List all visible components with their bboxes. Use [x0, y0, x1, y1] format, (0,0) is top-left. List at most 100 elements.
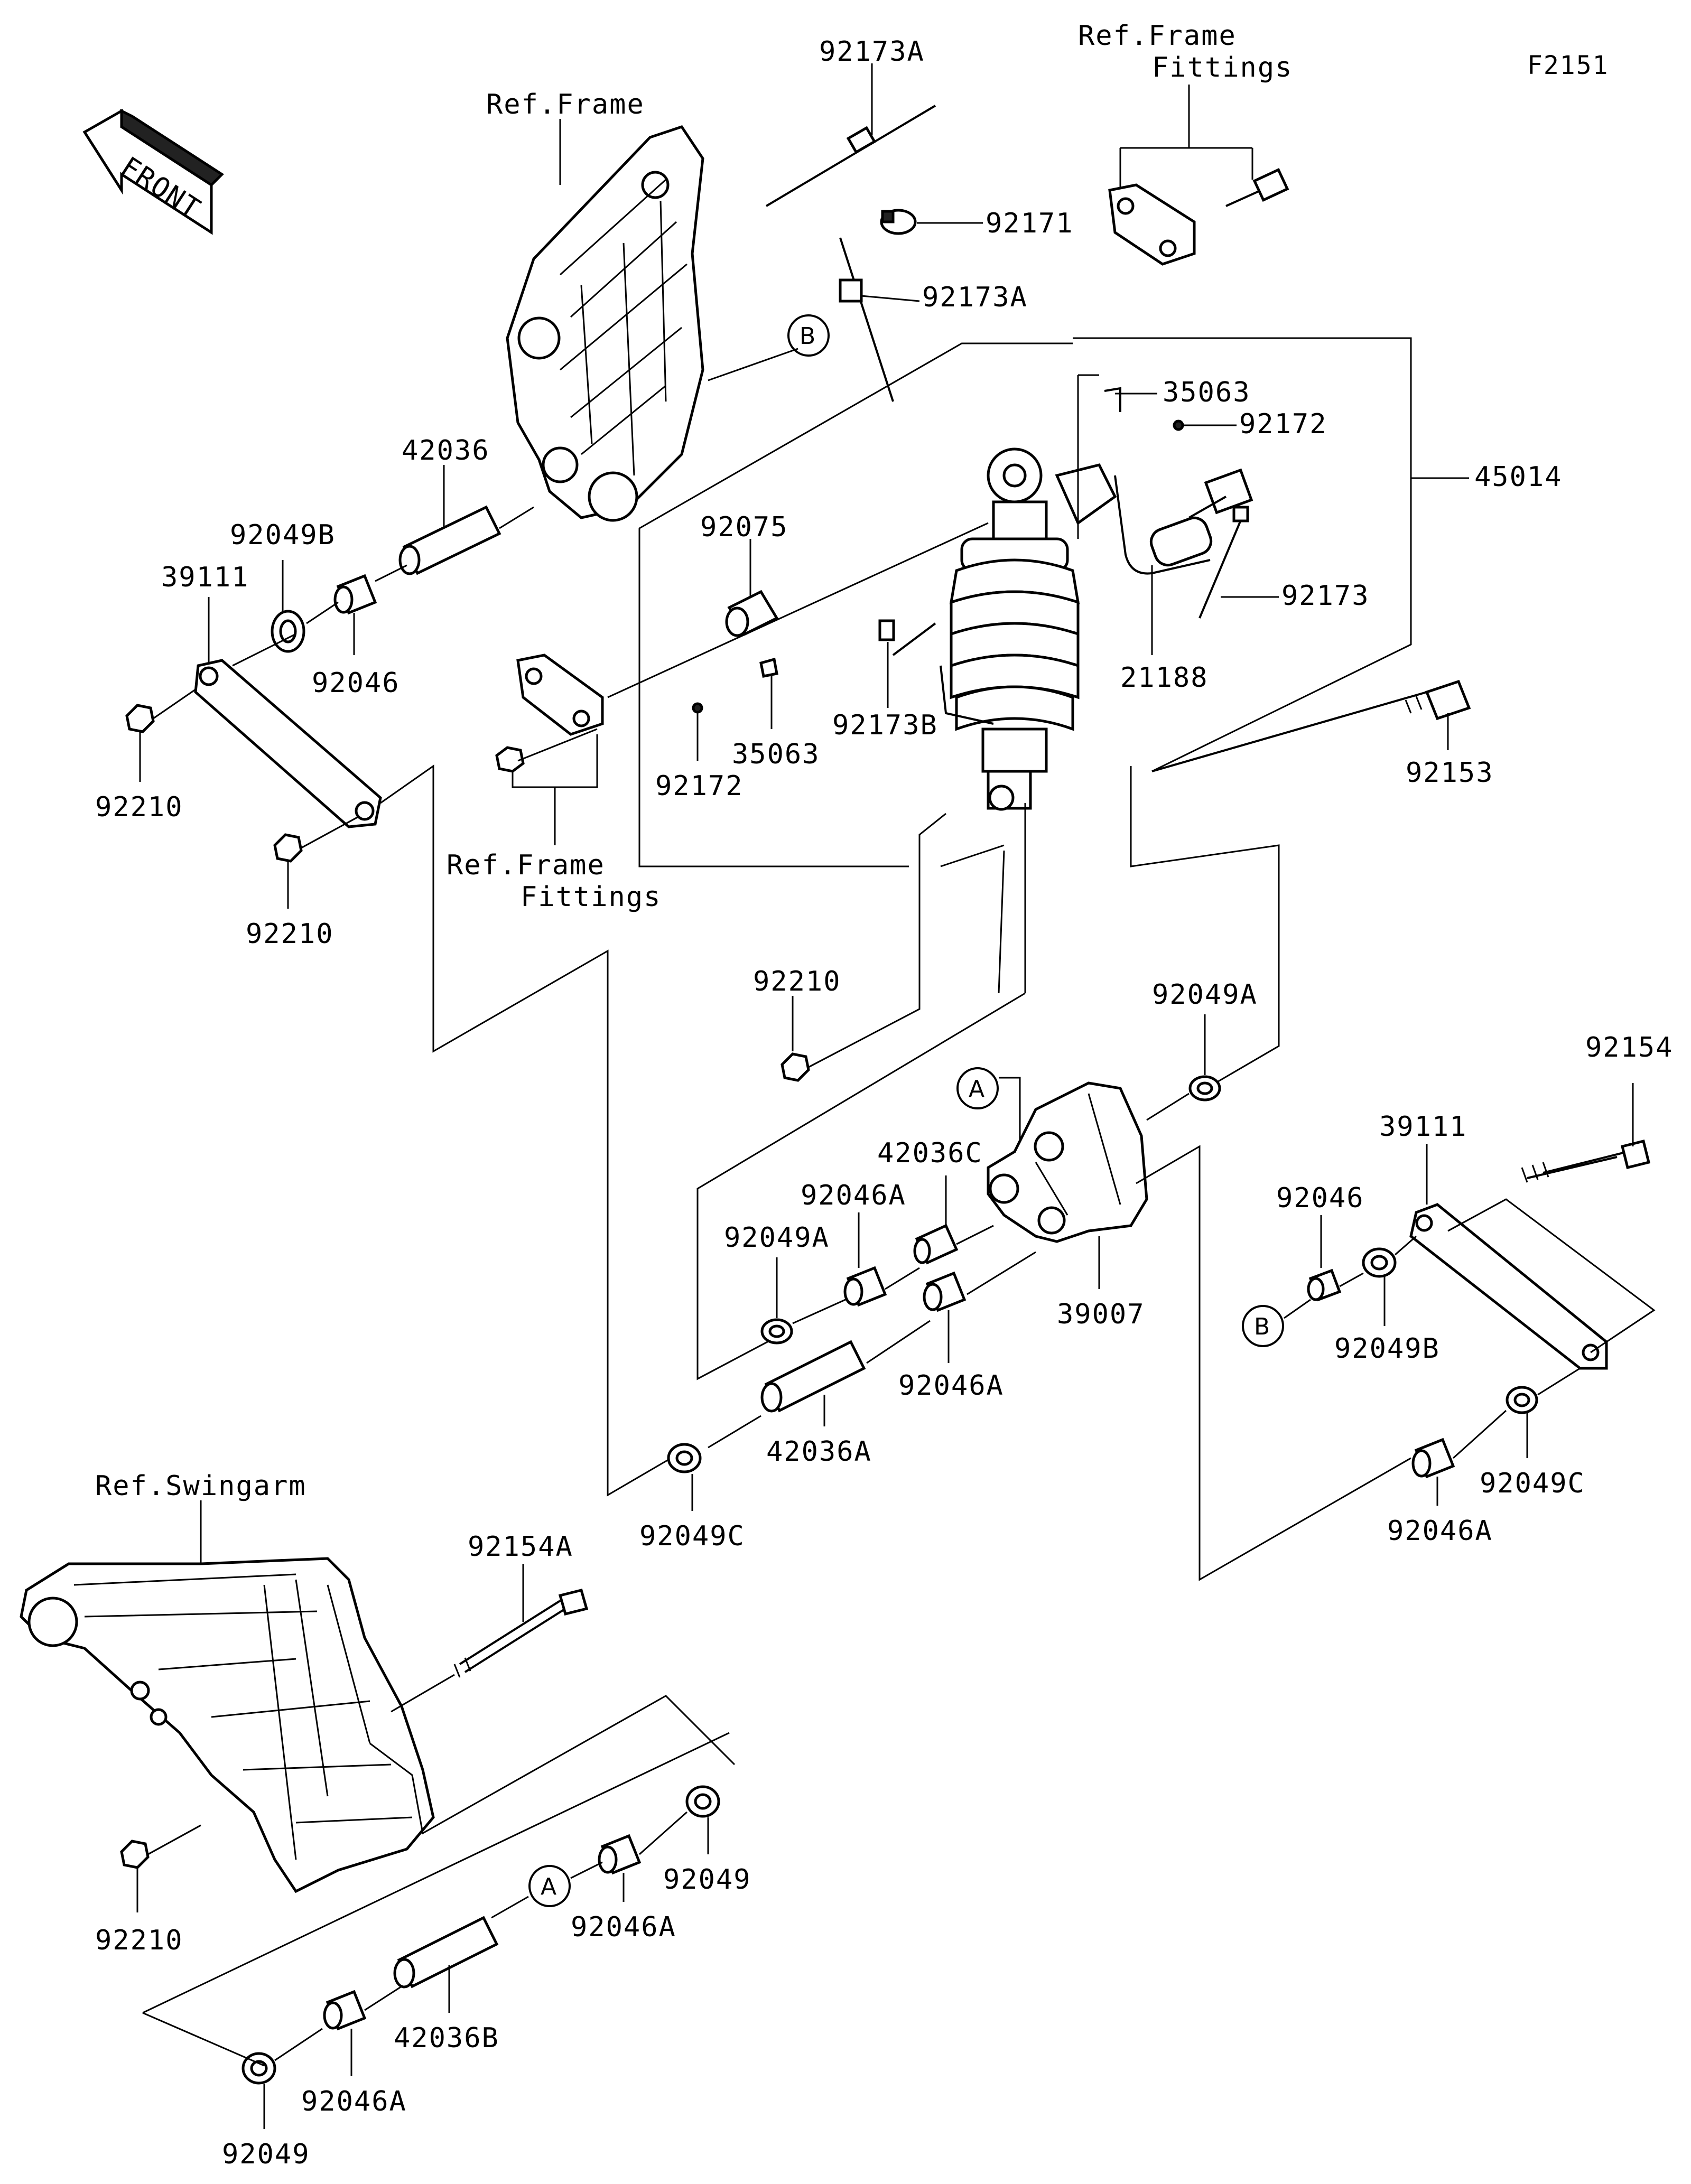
label-92049A-left: 92049A [724, 1222, 830, 1254]
label-92049-bottom: 92049 [222, 2139, 310, 2170]
frame-fitting-plate-top [1108, 183, 1196, 266]
label-45014: 45014 [1474, 461, 1563, 493]
label-42036: 42036 [402, 435, 490, 466]
ref-frame-fittings-top-1: Ref.Frame [1078, 20, 1237, 52]
ref-frame-label: Ref.Frame [486, 89, 645, 120]
label-39111-left: 39111 [161, 562, 249, 593]
collar-42036 [398, 505, 501, 575]
label-92172-mid: 92172 [655, 770, 744, 802]
label-92173A-top: 92173A [819, 36, 925, 68]
shock-absorber [940, 447, 1117, 811]
bolt-92154 [1521, 1139, 1651, 1183]
front-arrow-icon: FRONT [82, 108, 224, 235]
sensor-21188 [1114, 468, 1253, 575]
label-92210-bottom: 92210 [95, 1925, 183, 1956]
label-92049C-left: 92049C [639, 1520, 745, 1552]
screw-92172-top [1173, 419, 1184, 431]
rocker-arm-39007 [987, 1081, 1148, 1243]
label-92210-left2: 92210 [246, 918, 334, 950]
screw-92172-mid [692, 702, 703, 714]
mark-b-top: B [787, 314, 830, 357]
bearing-92046A-right [1411, 1438, 1455, 1479]
label-92210-mid: 92210 [753, 966, 841, 997]
label-92075: 92075 [700, 511, 788, 543]
nut-frame-fitting-left [495, 746, 525, 773]
label-21188: 21188 [1120, 662, 1209, 694]
label-92153: 92153 [1406, 757, 1494, 789]
bearing-92046A-bottom1 [598, 1834, 642, 1875]
label-35063-top: 35063 [1163, 377, 1251, 408]
bolt-92153 [1151, 679, 1471, 772]
clamp-92171 [880, 209, 917, 235]
bearing-92046-left [333, 574, 377, 615]
svg-text:B: B [800, 323, 815, 350]
label-39111-right: 39111 [1379, 1111, 1467, 1143]
bearing-92046A-top [843, 1266, 887, 1307]
bolt-frame-fitting-top [1225, 167, 1289, 207]
cable-tie-92173A-top [765, 105, 936, 207]
label-92046-right: 92046 [1276, 1182, 1364, 1214]
mark-a-bottom: A [528, 1865, 571, 1907]
label-92154: 92154 [1585, 1032, 1674, 1063]
clip-35063-mid [759, 657, 778, 678]
seal-92049C-left [667, 1443, 702, 1473]
label-92154A: 92154A [468, 1531, 573, 1563]
collar-92075 [725, 590, 779, 637]
ref-frame-fittings-left-2: Fittings [521, 881, 661, 913]
svg-text:B: B [1254, 1313, 1270, 1340]
mark-b-bottom: B [1242, 1305, 1284, 1347]
label-92210-left1: 92210 [95, 791, 183, 823]
svg-text:A: A [969, 1076, 984, 1103]
label-92173A-mid: 92173A [922, 282, 1028, 313]
bearing-92046A-mid [923, 1271, 967, 1312]
label-92046-left: 92046 [312, 667, 400, 699]
nut-92210-left1 [125, 704, 155, 733]
label-92173B: 92173B [832, 710, 938, 741]
ref-frame-fittings-top-2: Fittings [1152, 52, 1293, 83]
clip-35063-top [1104, 387, 1121, 412]
label-92049A-right: 92049A [1152, 979, 1258, 1011]
label-35063-mid: 35063 [732, 739, 820, 770]
swingarm [20, 1557, 435, 1893]
collar-42036B [393, 1916, 499, 1989]
seal-92049C-right [1506, 1386, 1538, 1414]
seal-92049-bottom [241, 2052, 276, 2085]
label-42036B: 42036B [394, 2022, 499, 2054]
frame-bracket [506, 125, 704, 522]
link-rod-39111-right [1409, 1203, 1608, 1370]
bolt-92154A [453, 1588, 589, 1678]
ref-frame-fittings-left-1: Ref.Frame [447, 850, 605, 881]
label-92046A-right: 92046A [1387, 1515, 1493, 1547]
label-92046A-bottom1: 92046A [571, 1911, 676, 1943]
label-42036C: 42036C [877, 1137, 983, 1169]
cable-tie-92173A-mid [839, 237, 894, 402]
svg-text:A: A [541, 1873, 556, 1900]
label-92046A-top: 92046A [801, 1180, 906, 1211]
seal-92049A-right [1188, 1075, 1221, 1102]
nut-92210-bottom [120, 1840, 150, 1869]
bearing-92046A-bottom2 [323, 1990, 367, 2031]
nut-92210-mid [781, 1052, 810, 1082]
label-92046A-mid: 92046A [898, 1370, 1004, 1402]
label-92049B-right: 92049B [1334, 1333, 1440, 1365]
label-92046A-bottom2: 92046A [301, 2086, 407, 2117]
seal-92049B-left [271, 610, 305, 653]
nut-92210-left2 [273, 833, 303, 863]
seal-92049-right [685, 1785, 720, 1818]
label-92049B-left: 92049B [230, 519, 336, 551]
label-92049-right: 92049 [663, 1864, 751, 1896]
label-92172-top: 92172 [1239, 408, 1327, 440]
collar-42036C [913, 1224, 959, 1265]
bearing-92046-right [1307, 1268, 1342, 1302]
link-rod-39111-left [194, 659, 382, 828]
mark-a-mid: A [956, 1067, 999, 1109]
label-39007: 39007 [1057, 1299, 1145, 1330]
frame-fitting-plate-left [516, 654, 604, 736]
seal-92049A-left [760, 1318, 793, 1345]
ref-swingarm-label: Ref.Swingarm [95, 1470, 306, 1502]
label-92173: 92173 [1281, 580, 1370, 612]
cable-tie-92173 [1198, 506, 1249, 619]
label-92171: 92171 [986, 208, 1074, 239]
label-42036A: 42036A [766, 1436, 872, 1468]
